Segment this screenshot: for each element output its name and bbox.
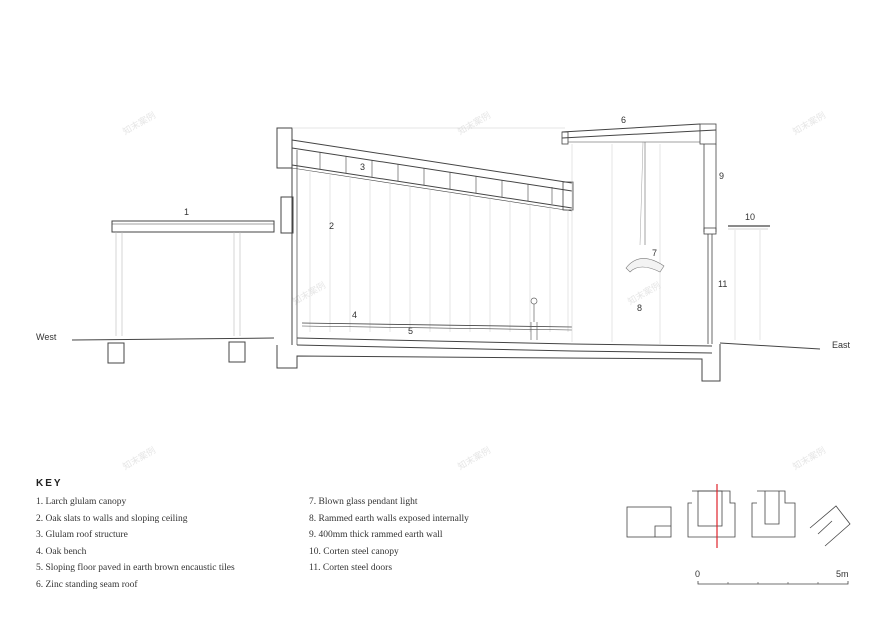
svg-text:知末案例: 知末案例 xyxy=(791,109,828,137)
key-item: 9. 400mm thick rammed earth wall xyxy=(309,530,443,540)
callout-3: 3 xyxy=(360,162,365,172)
callout-8: 8 xyxy=(637,303,642,313)
label-west: West xyxy=(36,332,57,342)
label-east: East xyxy=(832,340,851,350)
svg-text:知末案例: 知末案例 xyxy=(121,109,158,137)
callout-7: 7 xyxy=(652,248,657,258)
watermarks: 知末案例 知末案例 知末案例 知末案例 知末案例 知末案例 知末案例 知末案例 xyxy=(121,109,828,472)
scale-bar: 0 5m xyxy=(695,569,849,585)
callout-5: 5 xyxy=(408,326,413,336)
key-title: KEY xyxy=(36,478,63,489)
callout-9: 9 xyxy=(719,171,724,181)
key-column-right: 7. Blown glass pendant light 8. Rammed e… xyxy=(309,494,582,593)
callout-labels: West East 1 2 3 4 5 6 7 8 9 10 11 xyxy=(36,115,851,350)
scale-start-label: 0 xyxy=(695,569,700,579)
key-item: 5. Sloping floor paved in earth brown en… xyxy=(36,563,235,573)
key-item: 11. Corten steel doors xyxy=(309,563,393,573)
larch-canopy xyxy=(107,220,275,364)
callout-2: 2 xyxy=(329,221,334,231)
key-item: 4. Oak bench xyxy=(36,546,87,557)
key-plan-1 xyxy=(626,506,672,538)
pendant-light xyxy=(625,141,665,273)
callout-1: 1 xyxy=(184,207,189,217)
east-volume xyxy=(561,123,770,344)
key-item: 10. Corten steel canopy xyxy=(309,546,399,557)
callout-4: 4 xyxy=(352,310,357,320)
key-item: 2. Oak slats to walls and sloping ceilin… xyxy=(36,513,188,524)
key-item: 1. Larch glulam canopy xyxy=(36,497,127,507)
key-plan-3 xyxy=(751,490,796,538)
svg-text:知末案例: 知末案例 xyxy=(121,444,158,472)
key-plan-2 xyxy=(687,490,736,538)
key-plan xyxy=(626,484,851,548)
main-building xyxy=(276,127,721,382)
svg-text:知末案例: 知末案例 xyxy=(456,109,493,137)
callout-11: 11 xyxy=(718,279,727,289)
key-item: 8. Rammed earth walls exposed internally xyxy=(309,513,469,524)
scale-end-label: 5m xyxy=(836,569,849,579)
callout-6: 6 xyxy=(621,115,626,125)
callout-10: 10 xyxy=(745,212,755,222)
key-item: 6. Zinc standing seam roof xyxy=(36,579,138,590)
svg-text:知末案例: 知末案例 xyxy=(456,444,493,472)
svg-text:知末案例: 知末案例 xyxy=(291,279,328,307)
svg-text:知末案例: 知末案例 xyxy=(626,279,663,307)
ground-line xyxy=(71,337,821,350)
key-item: 7. Blown glass pendant light xyxy=(309,497,418,507)
key-plan-4 xyxy=(809,505,851,547)
svg-text:知末案例: 知末案例 xyxy=(791,444,828,472)
key-column-left: 1. Larch glulam canopy 2. Oak slats to w… xyxy=(36,494,309,593)
key-legend: KEY 1. Larch glulam canopy 2. Oak slats … xyxy=(36,478,596,593)
key-item: 3. Glulam roof structure xyxy=(36,530,128,540)
human-figure xyxy=(530,297,538,340)
